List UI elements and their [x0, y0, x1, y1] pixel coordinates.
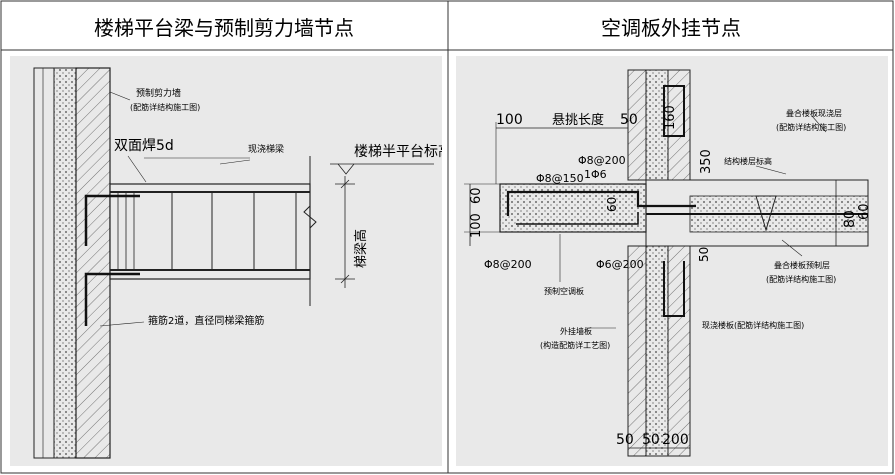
- beam-height-label: 梯梁高: [353, 229, 369, 268]
- dim-50-right: 50: [697, 247, 711, 262]
- rebar-1phi6: 1Φ6: [584, 168, 607, 181]
- cast-stair-beam: [109, 183, 311, 280]
- outer-hanging-board-note: (构造配筋详工艺图): [540, 340, 610, 350]
- precast-ac-board: [499, 183, 696, 233]
- composite-slab-bottom-note: (配筋详结构施工图): [766, 274, 836, 284]
- wall-note-line2: (配筋详结构施工图): [130, 102, 200, 112]
- right-panel-title: 空调板外挂节点: [601, 16, 741, 40]
- floor-slab: [645, 179, 869, 247]
- precast-ac-board-label: 预制空调板: [544, 286, 584, 296]
- dim-60-right: 60: [857, 203, 872, 220]
- dim-350: 350: [699, 149, 714, 174]
- wall-note-line1: 预制剪力墙: [136, 87, 181, 99]
- dim-100-left: 100: [469, 213, 484, 238]
- left-panel-title: 楼梯平台梁与预制剪力墙节点: [94, 16, 354, 40]
- stirrup-note: 箍筋2道，直径同梯梁箍筋: [148, 314, 264, 327]
- composite-slab-bottom-label: 叠合楼板预制层: [774, 260, 830, 270]
- rebar-phi8-200-top: Φ8@200: [578, 154, 626, 167]
- dim-60-left: 60: [469, 187, 484, 204]
- rebar-phi6-200: Φ6@200: [596, 258, 644, 271]
- dim-bottom-200: 200: [662, 432, 689, 448]
- composite-slab-top-note: (配筋详结构施工图): [776, 122, 846, 132]
- rebar-phi8-200-bottom: Φ8@200: [484, 258, 532, 271]
- overhang-length: 悬挑长度: [552, 112, 604, 128]
- dim-bottom-50a: 50: [616, 432, 634, 448]
- dim-80: 80: [842, 210, 858, 228]
- upper-outer-wall: [627, 69, 691, 181]
- struct-floor-height: 结构楼层标高: [724, 156, 772, 166]
- dim-100-top: 100: [496, 112, 523, 128]
- rebar-phi8-150: Φ8@150: [536, 172, 584, 185]
- left-stair-beam-diagram: 预制剪力墙 (配筋详结构施工图) 双面焊5d 现浇梯梁 楼梯半平台标高 梯梁高 …: [10, 56, 442, 466]
- dim-160: 160: [663, 105, 678, 130]
- precast-shear-wall: [33, 67, 111, 459]
- dim-bottom-50b: 50: [642, 432, 660, 448]
- lower-outer-wall: [627, 245, 691, 457]
- composite-slab-top-label: 叠合楼板现浇层: [786, 108, 842, 118]
- right-ac-board-diagram: 100 悬挑长度 50 350 160 Φ8@200 Φ8@150 1Φ6 结构…: [456, 56, 888, 466]
- dim-50-top: 50: [620, 112, 638, 128]
- beam-label: 现浇梯梁: [248, 143, 284, 155]
- outer-hanging-board-label: 外挂墙板: [560, 326, 592, 336]
- platform-elevation-label: 楼梯半平台标高: [354, 143, 442, 160]
- cast-slab-note: 现浇楼板(配筋详结构施工图): [702, 320, 804, 330]
- dim-60-mid: 60: [605, 197, 619, 212]
- weld-label: 双面焊5d: [114, 138, 174, 154]
